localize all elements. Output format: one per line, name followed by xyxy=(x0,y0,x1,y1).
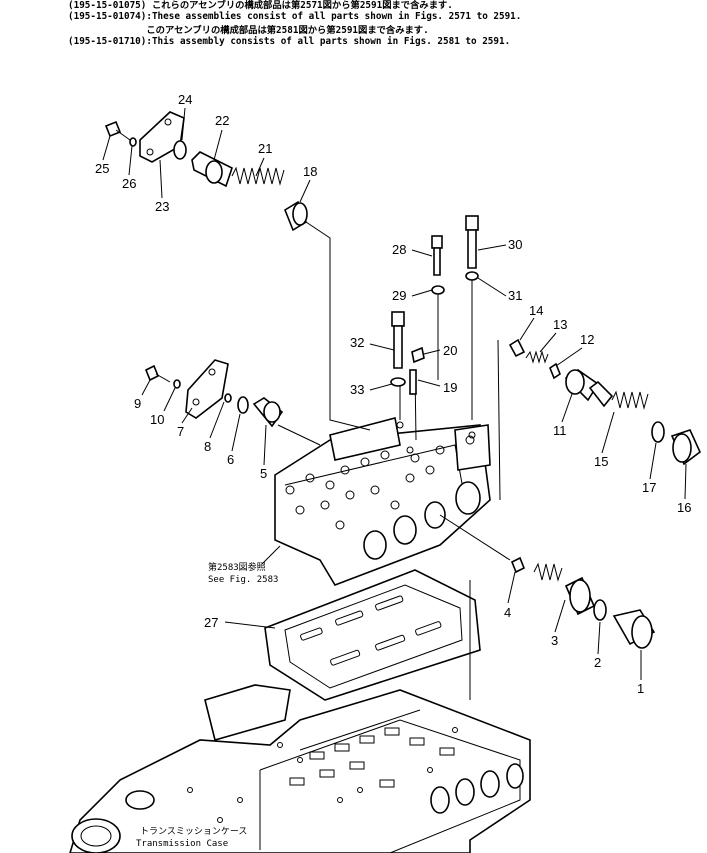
part-label-25: 25 xyxy=(95,161,109,176)
valve-body xyxy=(274,417,491,586)
part-label-13: 13 xyxy=(553,317,567,332)
part-label-23: 23 xyxy=(155,199,169,214)
part-label-11: 11 xyxy=(553,423,567,438)
annotations: 第2583図参照 See Fig. 2583 トランスミッションケース Tran… xyxy=(136,545,281,849)
part-label-18: 18 xyxy=(303,164,317,179)
gasket-27 xyxy=(264,569,481,701)
part-label-7: 7 xyxy=(177,424,184,439)
part-label-24: 24 xyxy=(178,92,192,107)
see-fig-jp: 第2583図参照 xyxy=(208,561,266,573)
part-label-16: 16 xyxy=(677,500,691,515)
part-label-19: 19 xyxy=(443,380,457,395)
part-label-20: 20 xyxy=(443,343,457,358)
part-labels: 1 2 3 4 5 6 7 8 9 10 11 12 13 1 xyxy=(95,92,691,696)
part-label-1: 1 xyxy=(637,681,644,696)
part-label-12: 12 xyxy=(580,332,594,347)
part-label-26: 26 xyxy=(122,176,136,191)
lower-right-parts xyxy=(510,556,656,649)
part-label-28: 28 xyxy=(392,242,406,257)
part-label-10: 10 xyxy=(150,412,164,427)
part-label-33: 33 xyxy=(350,382,364,397)
transmission-case xyxy=(69,684,531,853)
part-label-31: 31 xyxy=(508,288,522,303)
left-parts xyxy=(144,359,284,428)
part-label-27: 27 xyxy=(204,615,218,630)
case-label-jp: トランスミッションケース xyxy=(140,826,247,837)
part-label-32: 32 xyxy=(350,335,364,350)
case-label-en: Transmission Case xyxy=(136,839,228,849)
header-line-3: このアセンブリの構成部品は第2581図から第2591図まで含みます. xyxy=(68,25,429,36)
header-line-4: (195-15-01710):This assembly consists of… xyxy=(68,36,511,47)
header-line-2: (195-15-01074):These assemblies consist … xyxy=(68,11,522,22)
upper-left-parts xyxy=(104,111,308,232)
top-bolts xyxy=(390,215,479,395)
part-label-2: 2 xyxy=(594,655,601,670)
part-label-17: 17 xyxy=(642,480,656,495)
part-label-6: 6 xyxy=(227,452,234,467)
header-line-1: (195-15-01075) これらのアセンブリの構成部品は第2571図から第2… xyxy=(68,0,453,11)
part-label-15: 15 xyxy=(594,454,608,469)
part-label-3: 3 xyxy=(551,633,558,648)
part-label-9: 9 xyxy=(134,396,141,411)
right-parts xyxy=(508,338,701,466)
part-label-4: 4 xyxy=(504,605,511,620)
part-label-5: 5 xyxy=(260,466,267,481)
part-label-21: 21 xyxy=(258,141,272,156)
see-fig-en: See Fig. 2583 xyxy=(208,575,278,585)
part-label-8: 8 xyxy=(204,439,211,454)
part-label-22: 22 xyxy=(215,113,229,128)
part-label-14: 14 xyxy=(529,303,543,318)
part-label-30: 30 xyxy=(508,237,522,252)
part-label-29: 29 xyxy=(392,288,406,303)
